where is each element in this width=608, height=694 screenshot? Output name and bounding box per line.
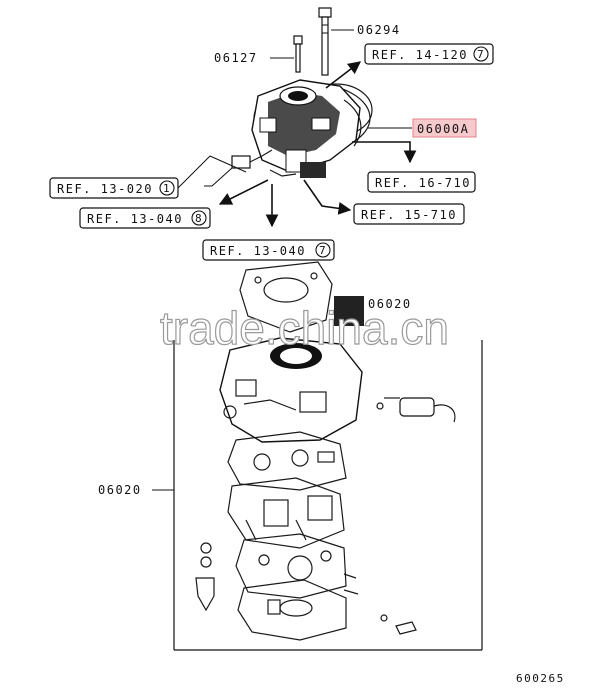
ref-box-15-710: REF. 15-710 <box>353 203 465 225</box>
ref-circle-13-040-8: 8 <box>195 212 202 225</box>
ref-box-13-040-8: REF. 13-040 8 <box>79 207 211 229</box>
highlight-06000A <box>412 118 477 138</box>
ref-box-16-710: REF. 16-710 <box>367 171 476 193</box>
ref-box-13-020: REF. 13-020 1 <box>49 177 179 199</box>
bolt-06127 <box>270 35 303 73</box>
kit-bracket <box>152 340 483 651</box>
exploded-parts <box>195 261 456 641</box>
label-06000A: 06000A <box>417 122 469 136</box>
label-06020-partial: 06020 <box>368 297 412 311</box>
ref-circle-14-120: 7 <box>477 48 484 61</box>
ref-text-16-710: REF. 16-710 <box>375 176 471 190</box>
figure-number: 600265 <box>516 672 565 685</box>
ref-circle-13-020: 1 <box>163 182 170 195</box>
carburetor-assembly <box>231 79 412 178</box>
label-06020: 06020 <box>98 483 142 497</box>
ref-text-15-710: REF. 15-710 <box>361 208 457 222</box>
label-06127: 06127 <box>214 51 258 65</box>
ref-text-14-120: REF. 14-120 <box>372 48 468 62</box>
ref-text-13-040-7: REF. 13-040 <box>210 244 306 258</box>
watermark-text: trade.china.cn <box>160 302 449 354</box>
ref-text-13-040-8: REF. 13-040 <box>87 212 183 226</box>
dark-patch <box>334 296 364 326</box>
label-06294: 06294 <box>357 23 401 37</box>
ref-box-14-120: REF. 14-120 7 <box>364 43 494 65</box>
ref-arrows <box>177 61 417 228</box>
ref-circle-13-040-7: 7 <box>319 244 326 257</box>
ref-text-13-020: REF. 13-020 <box>57 182 153 196</box>
bolt-06294 <box>318 7 354 76</box>
ref-box-13-040-7: REF. 13-040 7 <box>202 239 335 261</box>
